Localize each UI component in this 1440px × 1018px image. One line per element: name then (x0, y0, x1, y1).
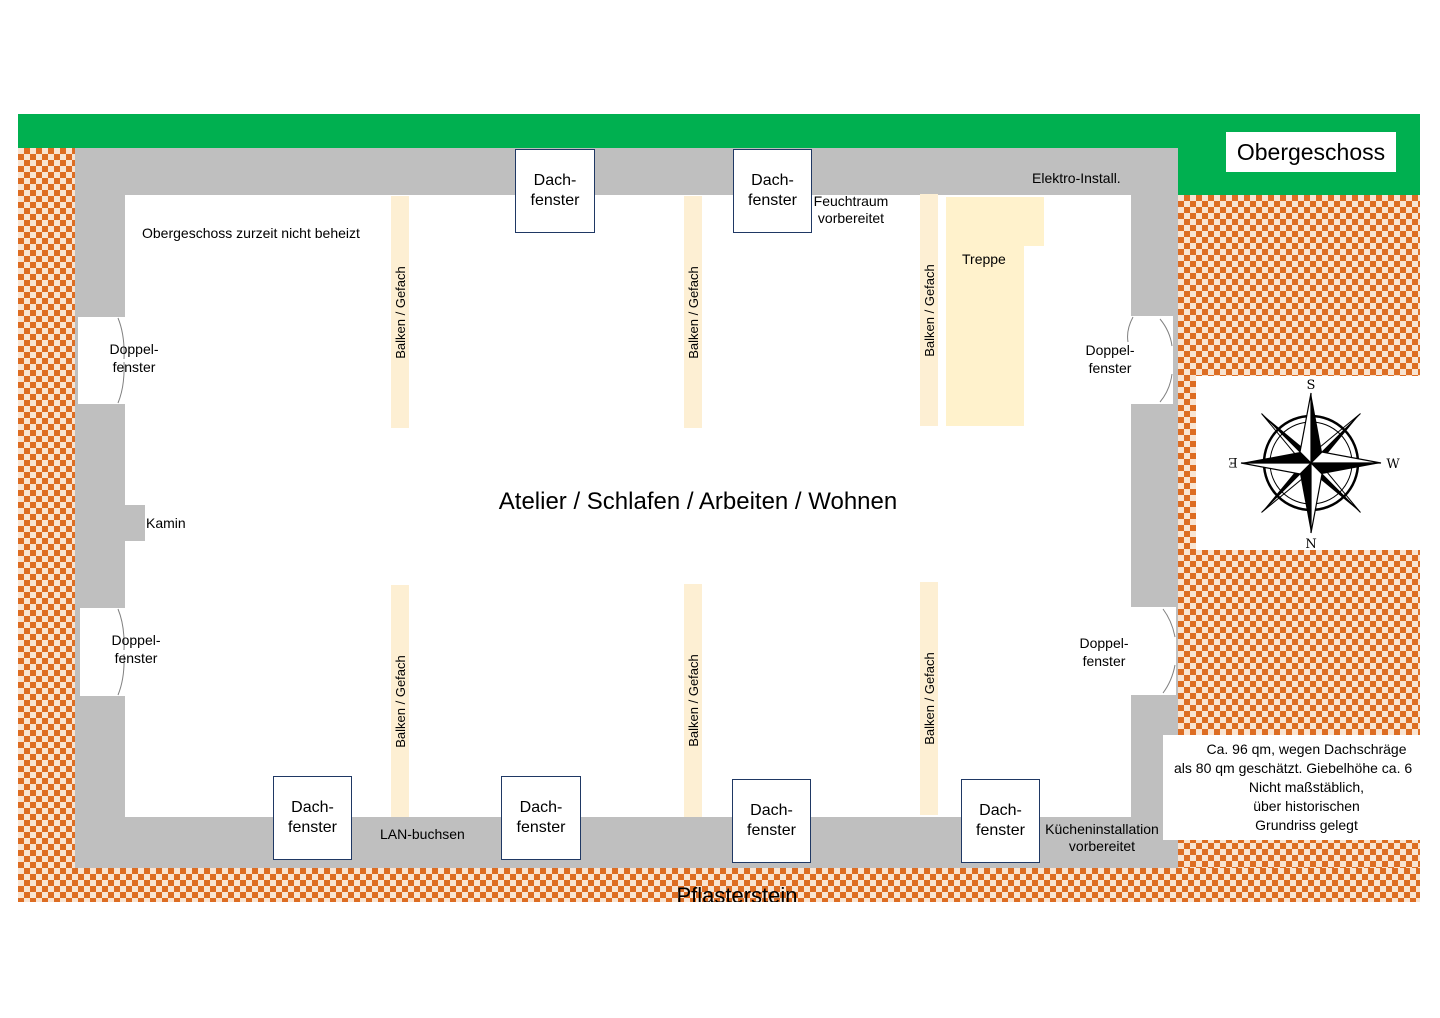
wet-room-label: Feuchtraum vorbereitet (813, 193, 889, 227)
stairs-label: Treppe (962, 251, 1006, 267)
double-window-right-bottom (1130, 607, 1176, 695)
window-swing-arcs (117, 608, 125, 696)
note-line: Grundriss gelegt (1255, 817, 1358, 833)
window-swing-arcs (1127, 316, 1173, 403)
label-line: Feuchtraum (813, 193, 889, 209)
skylight-top-1: Dach- fenster (515, 149, 595, 233)
compass-letter-south: S (1307, 378, 1316, 393)
beam-bottom-3: Balken / Gefach (920, 582, 938, 815)
skylight-bottom-2: Dach- fenster (501, 776, 581, 860)
label-line: fenster (747, 822, 796, 839)
note-line: als 80 qm geschätzt. Giebelhöhe ca. 6 (1174, 760, 1413, 776)
label-line: Kücheninstallation (1045, 821, 1159, 837)
label-line: fenster (114, 650, 158, 666)
beam-top-1: Balken / Gefach (391, 196, 409, 428)
double-window-label: Doppel- fenster (96, 631, 176, 667)
beam-label: Balken / Gefach (685, 265, 701, 359)
compass-main-points (1240, 392, 1382, 534)
main-room-label: Atelier / Schlafen / Arbeiten / Wohnen (498, 488, 898, 515)
beam-bottom-2: Balken / Gefach (684, 584, 702, 817)
beam-bottom-1: Balken / Gefach (391, 585, 409, 817)
label-line: Dach- (979, 802, 1022, 819)
label-line: fenster (516, 819, 566, 836)
label-line: Doppel- (1079, 635, 1129, 651)
compass-letter-east: E (1228, 454, 1238, 469)
double-window-left-top (78, 317, 125, 404)
beam-label: Balken / Gefach (392, 654, 408, 748)
kitchen-label: Kücheninstallation vorbereitet (1042, 821, 1162, 855)
window-swing-arcs (1162, 608, 1176, 694)
double-window-left-bottom (80, 608, 125, 696)
label-line: Dach- (751, 172, 794, 189)
label-line: Dach- (533, 172, 577, 189)
skylight-bottom-3: Dach- fenster (732, 779, 811, 863)
label-line: fenster (112, 359, 156, 375)
beam-label: Balken / Gefach (921, 652, 937, 745)
beam-top-3: Balken / Gefach (920, 194, 938, 426)
note-line: Nicht maßstäblich, (1248, 779, 1365, 795)
label-line: fenster (1082, 653, 1126, 669)
double-window-label: Doppel- fenster (1070, 341, 1150, 377)
beam-label: Balken / Gefach (921, 263, 937, 357)
skylight-top-2: Dach- fenster (733, 149, 812, 233)
compass-diagonal-points (1261, 413, 1361, 513)
heating-note: Obergeschoss zurzeit nicht beheizt (142, 225, 360, 241)
label-line: fenster (748, 192, 797, 209)
compass-letter-north: N (1305, 537, 1316, 550)
electrical-label: Elektro-Install. (1032, 170, 1121, 186)
paving-bottom: Pflasterstein (18, 868, 1420, 902)
double-window-label: Doppel- fenster (94, 340, 174, 376)
skylight-bottom-1: Dach- fenster (273, 776, 352, 860)
floor-title-box: Obergeschoss (1226, 132, 1396, 172)
label-line: Dach- (291, 799, 334, 816)
beam-top-2: Balken / Gefach (684, 196, 702, 428)
label-line: Doppel- (1085, 342, 1135, 358)
label-line: Dach- (750, 802, 793, 819)
note-box: Ca. 96 qm, wegen Dachschräge als 80 qm g… (1163, 735, 1420, 840)
label-line: fenster (530, 192, 580, 209)
paving-left (18, 148, 75, 868)
note-line: Ca. 96 qm, wegen Dachschräge (1206, 741, 1407, 757)
beam-label: Balken / Gefach (392, 265, 408, 359)
compass-rose: S N E W (1228, 378, 1400, 550)
note-line: über historischen (1253, 798, 1360, 814)
skylight-bottom-4: Dach- fenster (961, 779, 1040, 863)
label-line: fenster (288, 819, 337, 836)
paving-label: Pflasterstein (676, 883, 798, 902)
beam-label: Balken / Gefach (685, 654, 701, 747)
label-line: vorbereitet (1068, 838, 1136, 854)
compass-box: S N E W (1196, 376, 1420, 550)
fireplace-label: Kamin (146, 515, 186, 531)
label-line: vorbereitet (817, 210, 885, 226)
floor-title: Obergeschoss (1236, 138, 1386, 165)
double-window-right-top (1126, 316, 1173, 404)
stairs-upper (946, 197, 1044, 246)
label-line: fenster (1088, 360, 1132, 376)
label-line: Doppel- (111, 632, 161, 648)
label-line: Dach- (519, 799, 563, 816)
label-line: fenster (976, 822, 1025, 839)
fireplace-notch (125, 505, 145, 541)
stairs-lower (946, 246, 1024, 426)
window-swing-arcs (117, 317, 125, 404)
lan-label: LAN-buchsen (380, 826, 465, 842)
green-band-top (18, 114, 1420, 148)
double-window-label: Doppel- fenster (1064, 634, 1144, 670)
compass-letter-west: W (1386, 457, 1400, 472)
label-line: Doppel- (109, 341, 159, 357)
